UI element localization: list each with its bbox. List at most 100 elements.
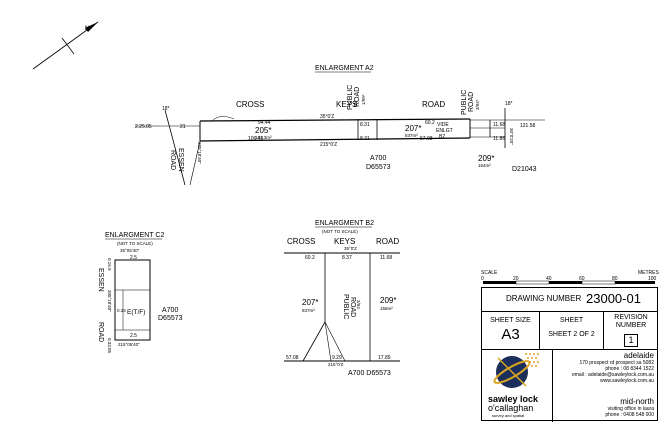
sheet-value: SHEET 2 OF 2	[548, 331, 595, 338]
svg-text:1/99*: 1/99*	[361, 94, 366, 105]
svg-text:8.31: 8.31	[360, 122, 370, 128]
svg-text:57.08: 57.08	[420, 136, 433, 142]
svg-text:11.68: 11.68	[380, 255, 392, 261]
svg-text:161.3m²: 161.3m²	[255, 135, 272, 140]
lot-205: 205*	[255, 126, 271, 135]
svg-text:164m²: 164m²	[478, 163, 491, 168]
svg-text:100: 100	[648, 276, 657, 282]
svg-text:D21043: D21043	[512, 166, 537, 173]
svg-text:3/94*: 3/94*	[475, 99, 480, 110]
svg-text:30°0'20": 30°0'20"	[509, 128, 514, 145]
svg-text:CROSS: CROSS	[236, 100, 264, 109]
svg-text:305°18'40": 305°18'40"	[107, 290, 112, 312]
svg-text:17.89: 17.89	[378, 355, 391, 361]
svg-text:60.2: 60.2	[425, 120, 435, 126]
svg-text:ESSEN: ESSEN	[177, 148, 184, 172]
svg-text:11.86: 11.86	[493, 136, 505, 142]
svg-text:3/94: 3/94	[356, 300, 361, 309]
svg-text:ENLARGMENT B2: ENLARGMENT B2	[315, 220, 374, 227]
lot-209: 209*	[478, 154, 494, 163]
svg-text:8.37: 8.37	[342, 255, 352, 261]
svg-text:0.33.05: 0.33.05	[107, 338, 112, 354]
scale-bar: SCALE METRES 0 20 40 60 80 100	[481, 270, 660, 285]
svg-text:20: 20	[513, 276, 519, 282]
svg-text:2.5: 2.5	[130, 333, 137, 339]
enlargement-c2: ENLARGMENT C2 (NOT TO SCALE) 35°05'40" 2…	[97, 232, 183, 354]
svg-text:60: 60	[579, 276, 585, 282]
svg-text:PUBLIC: PUBLIC	[461, 90, 468, 115]
svg-text:215°0'Z: 215°0'Z	[320, 142, 337, 148]
svg-text:2.25.05: 2.25.05	[135, 124, 152, 130]
svg-text:KEYS: KEYS	[336, 100, 357, 109]
svg-text:207*: 207*	[302, 298, 318, 307]
svg-text:106.43: 106.43	[248, 136, 264, 142]
svg-text:156m²: 156m²	[380, 306, 393, 311]
sheet-size: A3	[501, 326, 520, 343]
svg-text:0.33: 0.33	[117, 308, 126, 313]
svg-text:0.16.9: 0.16.9	[107, 258, 112, 271]
svg-text:209*: 209*	[380, 296, 396, 305]
lot-207: 207*	[405, 124, 421, 133]
enl-a2-title: ENLARGMENT A2	[315, 65, 374, 72]
drawing-number-row: DRAWING NUMBER 23000-01	[482, 288, 657, 312]
svg-text:(NOT TO SCALE): (NOT TO SCALE)	[322, 229, 358, 234]
svg-text:8.31: 8.31	[360, 136, 370, 142]
svg-text:35°0'Z: 35°0'Z	[344, 246, 357, 251]
north-arrow: N	[32, 21, 99, 70]
svg-text:837m²: 837m²	[302, 308, 315, 313]
svg-text:215°0'Z: 215°0'Z	[328, 362, 344, 367]
svg-text:D65573: D65573	[158, 315, 183, 322]
svg-text:ROAD: ROAD	[376, 237, 399, 246]
sheet-size-cell: SHEET SIZE A3	[482, 312, 540, 350]
svg-text:ROAD: ROAD	[169, 150, 176, 170]
svg-text:E(T/F): E(T/F)	[127, 309, 145, 316]
svg-text:PUBLIC: PUBLIC	[347, 85, 354, 110]
drawing-number: 23000-01	[586, 291, 641, 306]
company-name-2: o'callaghan	[488, 403, 534, 413]
enlargement-a2: ENLARGMENT A2 CROSS KEYS ROAD 35°0'Z 215…	[135, 65, 545, 186]
company-tagline: survey and spatial	[492, 413, 525, 418]
svg-text:18*: 18*	[505, 101, 513, 107]
svg-text:A700 D65573: A700 D65573	[348, 370, 391, 377]
drawing-number-label: DRAWING NUMBER	[506, 294, 582, 303]
svg-text:ESSEN: ESSEN	[97, 268, 104, 292]
logo-icon	[493, 353, 539, 388]
sheet-cell: SHEET SHEET 2 OF 2	[540, 312, 604, 350]
svg-text:PUBLIC: PUBLIC	[342, 294, 349, 319]
svg-text:ROAD: ROAD	[422, 100, 445, 109]
svg-text:KEYS: KEYS	[334, 237, 355, 246]
office-mid-north: mid-north visiting office in laura phone…	[605, 397, 654, 418]
svg-text:D65573: D65573	[366, 164, 391, 171]
svg-text:11.68: 11.68	[493, 122, 505, 128]
svg-text:35°05'40": 35°05'40"	[120, 248, 140, 253]
svg-text:121.58: 121.58	[520, 123, 536, 129]
svg-text:VIDE: VIDE	[437, 122, 449, 128]
svg-text:A700: A700	[370, 155, 386, 162]
svg-text:(NOT TO SCALE): (NOT TO SCALE)	[117, 241, 153, 246]
svg-text:40: 40	[546, 276, 552, 282]
north-label: N	[85, 26, 89, 32]
svg-text:ENLARGMENT C2: ENLARGMENT C2	[105, 232, 164, 239]
office-adelaide: adelaide 170 prospect rd prospect sa 508…	[571, 351, 654, 384]
svg-text:CROSS: CROSS	[287, 237, 315, 246]
svg-text:ROAD: ROAD	[349, 297, 356, 317]
svg-text:837m²: 837m²	[405, 133, 418, 138]
company-logo: sawley lock o'callaghan survey and spati…	[482, 350, 553, 422]
revision-number: 1	[624, 334, 638, 347]
svg-text:METRES: METRES	[638, 270, 660, 276]
svg-text:SCALE: SCALE	[481, 270, 498, 276]
svg-text:60.2: 60.2	[305, 255, 315, 261]
svg-text:ENLGT: ENLGT	[436, 128, 453, 134]
svg-text:0: 0	[481, 276, 484, 282]
svg-text:ROAD: ROAD	[97, 322, 104, 342]
svg-text:A700: A700	[162, 307, 178, 314]
svg-text:18*: 18*	[162, 106, 170, 112]
sheet-row: SHEET SIZE A3 SHEET SHEET 2 OF 2 REVISIO…	[482, 312, 657, 350]
company-name-1: sawley lock	[488, 394, 539, 404]
svg-text:21: 21	[180, 124, 186, 130]
svg-text:9.29: 9.29	[332, 355, 342, 361]
company-row: sawley lock o'callaghan survey and spati…	[482, 350, 657, 422]
svg-text:ROAD: ROAD	[354, 87, 361, 107]
svg-text:57.08: 57.08	[286, 355, 299, 361]
